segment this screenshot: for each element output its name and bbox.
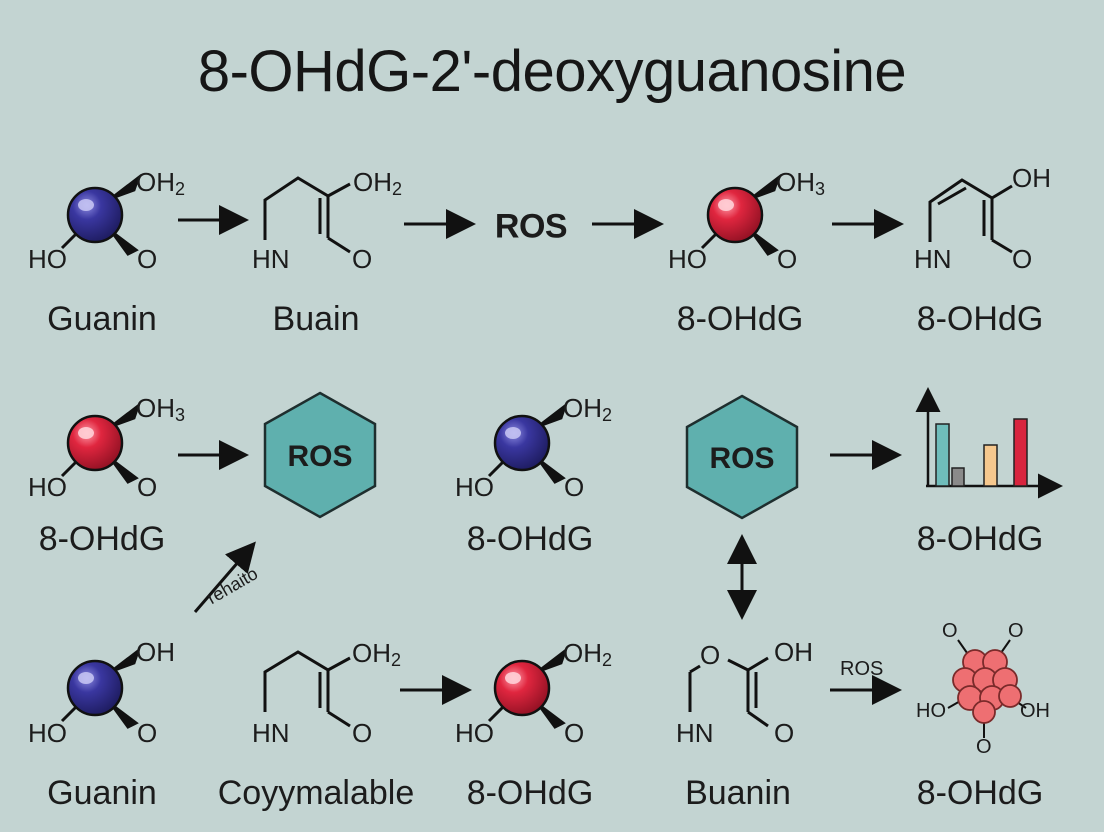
molecule-guanine-blue-r1 (60, 173, 141, 256)
ring-structure-r1c5 (928, 178, 1013, 254)
atom-o: O (777, 244, 798, 274)
atom-oh2: OH2 (353, 167, 403, 199)
label-guanin: Guanin (47, 774, 157, 812)
atom-o: O (1008, 620, 1024, 642)
label-8-ohdg: 8-OHdG (916, 774, 1044, 812)
label-8-ohdg: 8-OHdG (916, 300, 1044, 338)
atom-o: O (137, 244, 158, 274)
label-guanin: Guanin (47, 300, 157, 338)
atom-o: O (352, 244, 373, 274)
ros-label-top: ROS (494, 207, 568, 246)
atom-hn: HN (252, 718, 290, 748)
ros-hexagon-label: ROS (287, 440, 353, 473)
atom-oh2: OH2 (352, 638, 402, 670)
chart-bar (1013, 418, 1028, 487)
atom-ho: HO (28, 244, 67, 274)
arrow-diagonal (193, 541, 256, 613)
chart-bar (951, 467, 965, 487)
atom-ho: HO (455, 472, 494, 502)
molecule-guanine-blue-r3 (60, 646, 141, 729)
molecule-red-r1 (700, 173, 781, 256)
atom-o: O (1012, 244, 1033, 274)
label-coyymalable: Coyymalable (217, 774, 415, 812)
atom-oh3: OH3 (136, 393, 186, 425)
ros-hexagon-label: ROS (709, 442, 775, 475)
ros-label-small: ROS (840, 658, 884, 680)
label-8-ohdg: 8-OHdG (466, 774, 594, 812)
atom-o: O (137, 472, 158, 502)
ros-hexagon-2 (685, 394, 799, 520)
molecule-red-r2 (60, 401, 141, 484)
molecule-red-r3 (487, 646, 568, 729)
diagram-title: 8-OHdG-2'-deoxyguanosine (197, 39, 907, 104)
label-8-ohdg: 8-OHdG (38, 520, 166, 558)
label-buanin: Buanin (685, 774, 791, 812)
atom-ho: HO (28, 718, 67, 748)
ring-structure-r1c2 (263, 176, 351, 254)
atom-o: O (137, 718, 158, 748)
atom-o: O (352, 718, 373, 748)
label-8-ohdg: 8-OHdG (916, 520, 1044, 558)
atom-o: O (564, 472, 585, 502)
mini-bar-chart (915, 387, 1063, 499)
atom-hn: HN (914, 244, 952, 274)
chart-bar (983, 444, 998, 487)
molecule-cluster (947, 639, 1027, 738)
atom-o: O (774, 718, 795, 748)
atom-oh3: OH3 (776, 167, 826, 199)
atom-ho: HO (455, 718, 494, 748)
label-8-ohdg: 8-OHdG (676, 300, 804, 338)
molecule-blue-r2 (487, 401, 568, 484)
label-8-ohdg: 8-OHdG (466, 520, 594, 558)
atom-oh2: OH2 (136, 167, 186, 199)
atom-oh: OH (1020, 700, 1050, 722)
atom-o: O (564, 718, 585, 748)
atom-o: O (976, 736, 992, 758)
atom-ho: HO (28, 472, 67, 502)
ring-structure-r3c4 (688, 656, 769, 728)
atom-o: O (700, 640, 721, 670)
atom-ho: HO (668, 244, 707, 274)
atom-ho: HO (916, 700, 946, 722)
atom-oh: OH (1012, 163, 1051, 193)
atom-oh: OH (774, 637, 813, 667)
ros-hexagon-1 (263, 391, 377, 519)
atom-hn: HN (676, 718, 714, 748)
chart-bar (935, 423, 950, 487)
atom-oh2: OH2 (563, 638, 613, 670)
atom-hn: HN (252, 244, 290, 274)
ring-structure-r3c2 (263, 650, 351, 728)
atom-o: O (942, 620, 958, 642)
atom-oh2: OH2 (563, 393, 613, 425)
atom-oh: OH (136, 637, 175, 667)
label-buain: Buain (272, 300, 360, 338)
